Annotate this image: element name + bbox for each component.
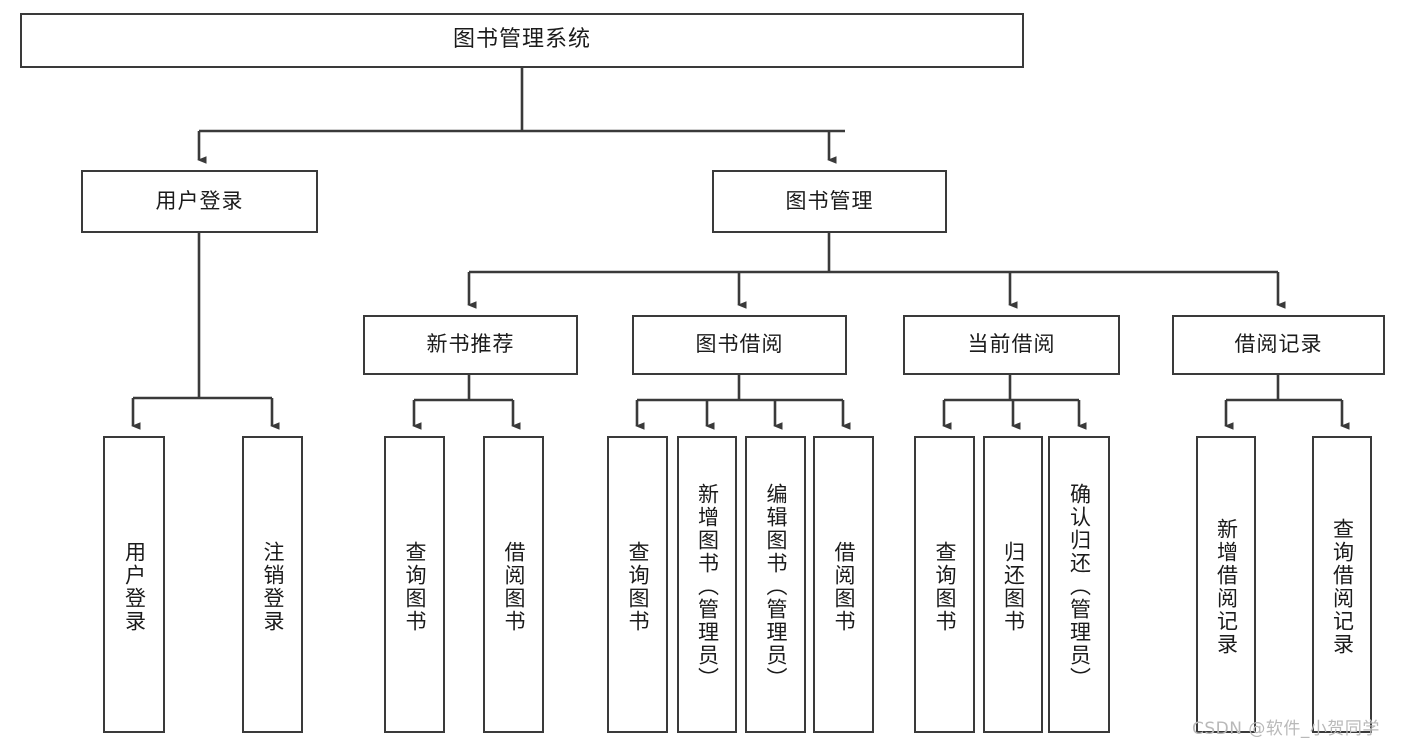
node-label: 借阅记录 bbox=[1234, 332, 1323, 357]
leaf-user-login-login[interactable]: 用户登录 bbox=[103, 436, 165, 733]
csdn-watermark: CSDN @软件_小贺同学 bbox=[1192, 719, 1380, 739]
node-book-borrow[interactable]: 图书借阅 bbox=[632, 315, 847, 375]
node-label: 查询图书 bbox=[403, 540, 427, 633]
node-label: 借阅图书 bbox=[832, 540, 856, 633]
node-label: 图书借阅 bbox=[695, 332, 784, 357]
node-label: 编辑图书（管理员） bbox=[764, 483, 788, 690]
node-root-system[interactable]: 图书管理系统 bbox=[20, 13, 1024, 68]
node-label: 查询图书 bbox=[626, 540, 650, 633]
node-label: 用户登录 bbox=[122, 540, 147, 633]
node-current-borrow[interactable]: 当前借阅 bbox=[903, 315, 1120, 375]
leaf-new-books-query[interactable]: 查询图书 bbox=[384, 436, 445, 733]
node-label: 图书管理 bbox=[785, 188, 874, 213]
node-label: 借阅图书 bbox=[502, 540, 526, 633]
node-label: 新增借阅记录 bbox=[1214, 517, 1239, 656]
node-label: 当前借阅 bbox=[967, 332, 1056, 357]
leaf-user-login-logout[interactable]: 注销登录 bbox=[242, 436, 303, 733]
node-label: 归还图书 bbox=[1001, 540, 1026, 633]
node-book-management[interactable]: 图书管理 bbox=[712, 170, 947, 233]
node-label: 新增图书（管理员） bbox=[695, 483, 720, 690]
node-label: 查询借阅记录 bbox=[1330, 517, 1355, 656]
leaf-new-books-borrow[interactable]: 借阅图书 bbox=[483, 436, 544, 733]
leaf-borrow-borrow-book[interactable]: 借阅图书 bbox=[813, 436, 874, 733]
leaf-records-query-record[interactable]: 查询借阅记录 bbox=[1312, 436, 1372, 733]
node-label: 查询图书 bbox=[933, 540, 957, 633]
node-new-book-recommend[interactable]: 新书推荐 bbox=[363, 315, 578, 375]
node-label: 用户登录 bbox=[155, 188, 244, 213]
leaf-borrow-edit-book-admin[interactable]: 编辑图书（管理员） bbox=[745, 436, 806, 733]
leaf-borrow-add-book-admin[interactable]: 新增图书（管理员） bbox=[677, 436, 737, 733]
leaf-borrow-query-book[interactable]: 查询图书 bbox=[607, 436, 668, 733]
leaf-current-query-book[interactable]: 查询图书 bbox=[914, 436, 975, 733]
leaf-records-add-record[interactable]: 新增借阅记录 bbox=[1196, 436, 1256, 733]
leaf-current-confirm-return-admin[interactable]: 确认归还（管理员） bbox=[1048, 436, 1110, 733]
node-label: 注销登录 bbox=[261, 540, 285, 633]
node-label: 确认归还（管理员） bbox=[1067, 483, 1092, 690]
leaf-current-return-book[interactable]: 归还图书 bbox=[983, 436, 1043, 733]
node-label: 图书管理系统 bbox=[452, 27, 591, 53]
node-borrow-records[interactable]: 借阅记录 bbox=[1172, 315, 1385, 375]
node-label: 新书推荐 bbox=[426, 332, 515, 357]
node-user-login[interactable]: 用户登录 bbox=[81, 170, 318, 233]
